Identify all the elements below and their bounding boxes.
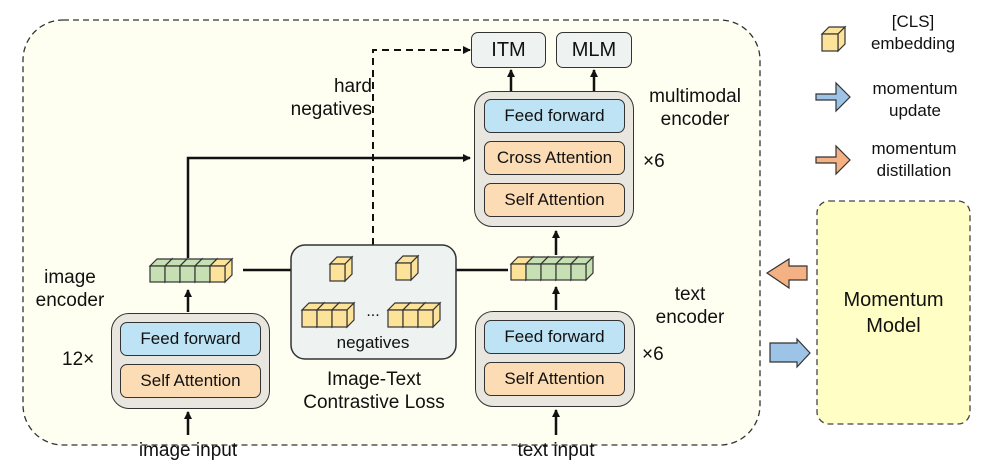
negative-text-cube	[416, 301, 442, 329]
multimodal-label-line-1: multimodal	[649, 86, 741, 107]
hard-negatives-line-2: negatives	[290, 99, 372, 120]
cls-cube-icon	[820, 25, 847, 53]
momentum-model-line-2: Model	[866, 315, 921, 337]
contrastive-ellipsis: ...	[366, 303, 380, 320]
image-cls-cube	[208, 257, 234, 284]
image-to-cross-attention-arrow	[186, 154, 471, 258]
image-encoder-label-line-1: image	[44, 267, 96, 288]
image-self-attention-block: Self Attention	[120, 364, 261, 398]
legend-distillation-line-1: momentum	[871, 139, 957, 158]
legend-update-line-2: update	[889, 101, 941, 120]
legend-cls-line-2: embedding	[870, 34, 956, 53]
negative-image-cube	[330, 301, 356, 329]
image-feed-forward-block: Feed forward	[120, 322, 261, 356]
legend-distillation-label: momentum distillation	[852, 138, 976, 182]
legend-distillation-line-2: distillation	[876, 161, 952, 180]
momentum-model-label: Momentum Model	[817, 287, 970, 339]
momentum-model-line-1: Momentum	[843, 289, 944, 311]
text-self-attention-block: Self Attention	[484, 362, 625, 396]
text-encoder-label: text encoder	[650, 283, 730, 329]
contrastive-text-cls-cube	[394, 254, 420, 282]
multimodal-repeat-label: ×6	[643, 151, 665, 172]
multimodal-feed-forward-block: Feed forward	[484, 99, 625, 133]
momentum-distillation-arrow	[765, 257, 808, 290]
image-input-label: image input	[138, 440, 238, 461]
multimodal-self-attention-block: Self Attention	[484, 183, 625, 217]
momentum-update-arrow	[769, 337, 811, 369]
legend-cls-line-1: [CLS]	[891, 12, 935, 31]
hard-negatives-arrow	[372, 46, 471, 245]
contrastive-negatives-label: negatives	[336, 333, 410, 352]
momentum-distillation-arrow-icon	[815, 144, 851, 176]
text-token-cube	[569, 255, 595, 282]
momentum-model-box	[816, 200, 971, 425]
text-input-label: text input	[517, 440, 595, 461]
image-encoder-label-line-2: encoder	[35, 290, 105, 311]
text-feed-forward-block: Feed forward	[484, 320, 625, 354]
legend-cls-label: [CLS] embedding	[858, 11, 968, 55]
text-repeat-label: ×6	[642, 344, 664, 365]
text-encoder-label-line-1: text	[674, 284, 706, 305]
hard-negatives-label: hard negatives	[282, 75, 372, 121]
multimodal-label-line-2: encoder	[660, 109, 730, 130]
multimodal-encoder-label: multimodal encoder	[640, 85, 750, 131]
multimodal-cross-attention-block: Cross Attention	[484, 141, 625, 175]
itm-head: ITM	[471, 32, 546, 68]
contrastive-caption-line-2: Contrastive Loss	[303, 392, 445, 413]
image-encoder-label: image encoder	[30, 266, 110, 312]
image-repeat-label: 12×	[62, 349, 95, 370]
mlm-head: MLM	[556, 32, 632, 68]
hard-negatives-line-1: hard	[333, 76, 372, 97]
text-encoder-label-line-2: encoder	[655, 307, 725, 328]
legend-update-line-1: momentum	[872, 79, 958, 98]
legend-update-label: momentum update	[860, 78, 970, 122]
contrastive-loss-caption: Image-Text Contrastive Loss	[296, 368, 452, 414]
contrastive-image-cls-cube	[328, 255, 354, 283]
momentum-update-arrow-icon	[815, 81, 851, 113]
contrastive-caption-line-1: Image-Text	[327, 369, 421, 390]
